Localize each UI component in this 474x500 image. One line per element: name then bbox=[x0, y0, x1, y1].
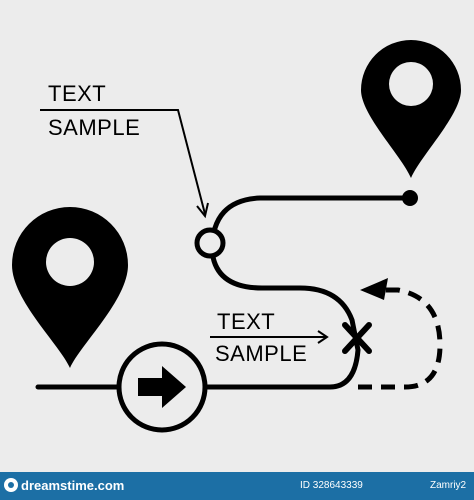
watermark-footer: dreamstime.com ID 328643339 Zamriy2 bbox=[0, 472, 474, 500]
circle-waypoint-icon bbox=[194, 227, 226, 259]
top-label-line1: TEXT bbox=[48, 81, 107, 106]
mid-label-callout-arrowhead bbox=[317, 330, 329, 344]
map-pin-right-icon bbox=[361, 40, 461, 178]
dreamstime-logo-icon bbox=[4, 478, 18, 492]
route-line bbox=[35, 195, 413, 390]
route-svg bbox=[12, 40, 461, 433]
route-end-dot-icon bbox=[402, 190, 418, 206]
route-illustration: TEXT SAMPLE TEXT SAMPLE bbox=[12, 40, 461, 433]
footer-image-id: ID 328643339 bbox=[300, 480, 363, 491]
mid-label-line1: TEXT bbox=[217, 309, 276, 334]
right-arrow-in-circle-icon bbox=[116, 341, 208, 433]
x-mark-icon bbox=[342, 322, 372, 354]
top-label-callout-arrowhead bbox=[196, 202, 209, 219]
mid-label-line2: SAMPLE bbox=[215, 341, 308, 366]
top-label-line2: SAMPLE bbox=[48, 115, 141, 140]
return-arrow-head bbox=[360, 278, 388, 300]
footer-logo[interactable]: dreamstime.com bbox=[4, 478, 124, 493]
footer-author[interactable]: Zamriy2 bbox=[430, 480, 467, 491]
map-pin-left-icon bbox=[12, 207, 128, 368]
footer-logo-text: dreamstime.com bbox=[21, 478, 125, 493]
top-label-callout-line bbox=[40, 109, 206, 215]
return-dashed-path bbox=[358, 287, 443, 390]
